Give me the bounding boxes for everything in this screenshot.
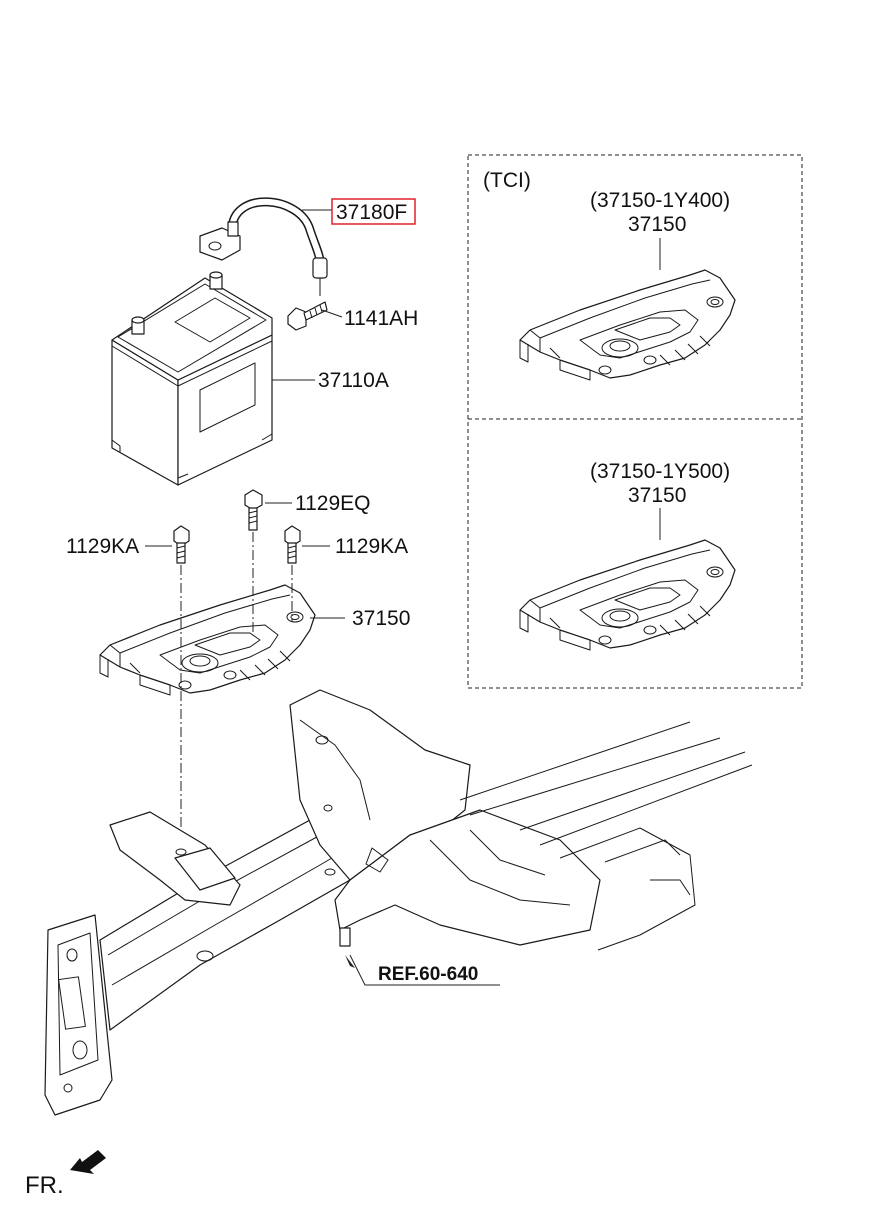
tci-lower-variant-label[interactable]: (37150-1Y500) (590, 460, 730, 483)
front-arrow-icon (70, 1150, 106, 1174)
bolt-centerlines (180, 532, 293, 850)
callout-1129EQ[interactable]: 1129EQ (295, 492, 371, 515)
tci-panel-title: (TCI) (483, 169, 531, 192)
tci-upper-tray[interactable] (519, 269, 736, 381)
callout-37150-main[interactable]: 37150 (352, 607, 410, 630)
callout-37180F[interactable]: 37180F (336, 201, 407, 224)
callout-1129KA-left[interactable]: 1129KA (66, 535, 139, 558)
front-direction-label: FR. (25, 1172, 64, 1199)
callout-37110A[interactable]: 37110A (318, 369, 389, 392)
battery-cable[interactable] (199, 197, 328, 296)
callout-ref[interactable]: REF.60-640 (378, 964, 478, 985)
body-structure[interactable] (44, 689, 753, 1116)
tci-upper-part-label[interactable]: 37150 (628, 213, 686, 236)
highlight-box-37180F (331, 198, 416, 225)
callout-1141AH[interactable]: 1141AH (344, 307, 418, 330)
tci-panel: (TCI) (37150-1Y400) 37150 (37150-1Y500) … (467, 154, 803, 689)
callout-1129KA-right[interactable]: 1129KA (335, 535, 408, 558)
main-battery-tray[interactable] (99, 584, 316, 696)
bolt-1129KA-left[interactable] (173, 525, 190, 564)
bolt-1129EQ[interactable] (244, 489, 263, 531)
tci-lower-part-label[interactable]: 37150 (628, 484, 686, 507)
bolt-1129KA-right[interactable] (284, 525, 301, 564)
bolt-1141AH[interactable] (287, 301, 328, 331)
front-direction-indicator: FR. (25, 1150, 106, 1199)
leader-lines (145, 209, 500, 986)
tci-lower-tray[interactable] (519, 539, 736, 651)
battery[interactable] (111, 271, 273, 486)
tci-upper-variant-label[interactable]: (37150-1Y400) (590, 189, 730, 212)
